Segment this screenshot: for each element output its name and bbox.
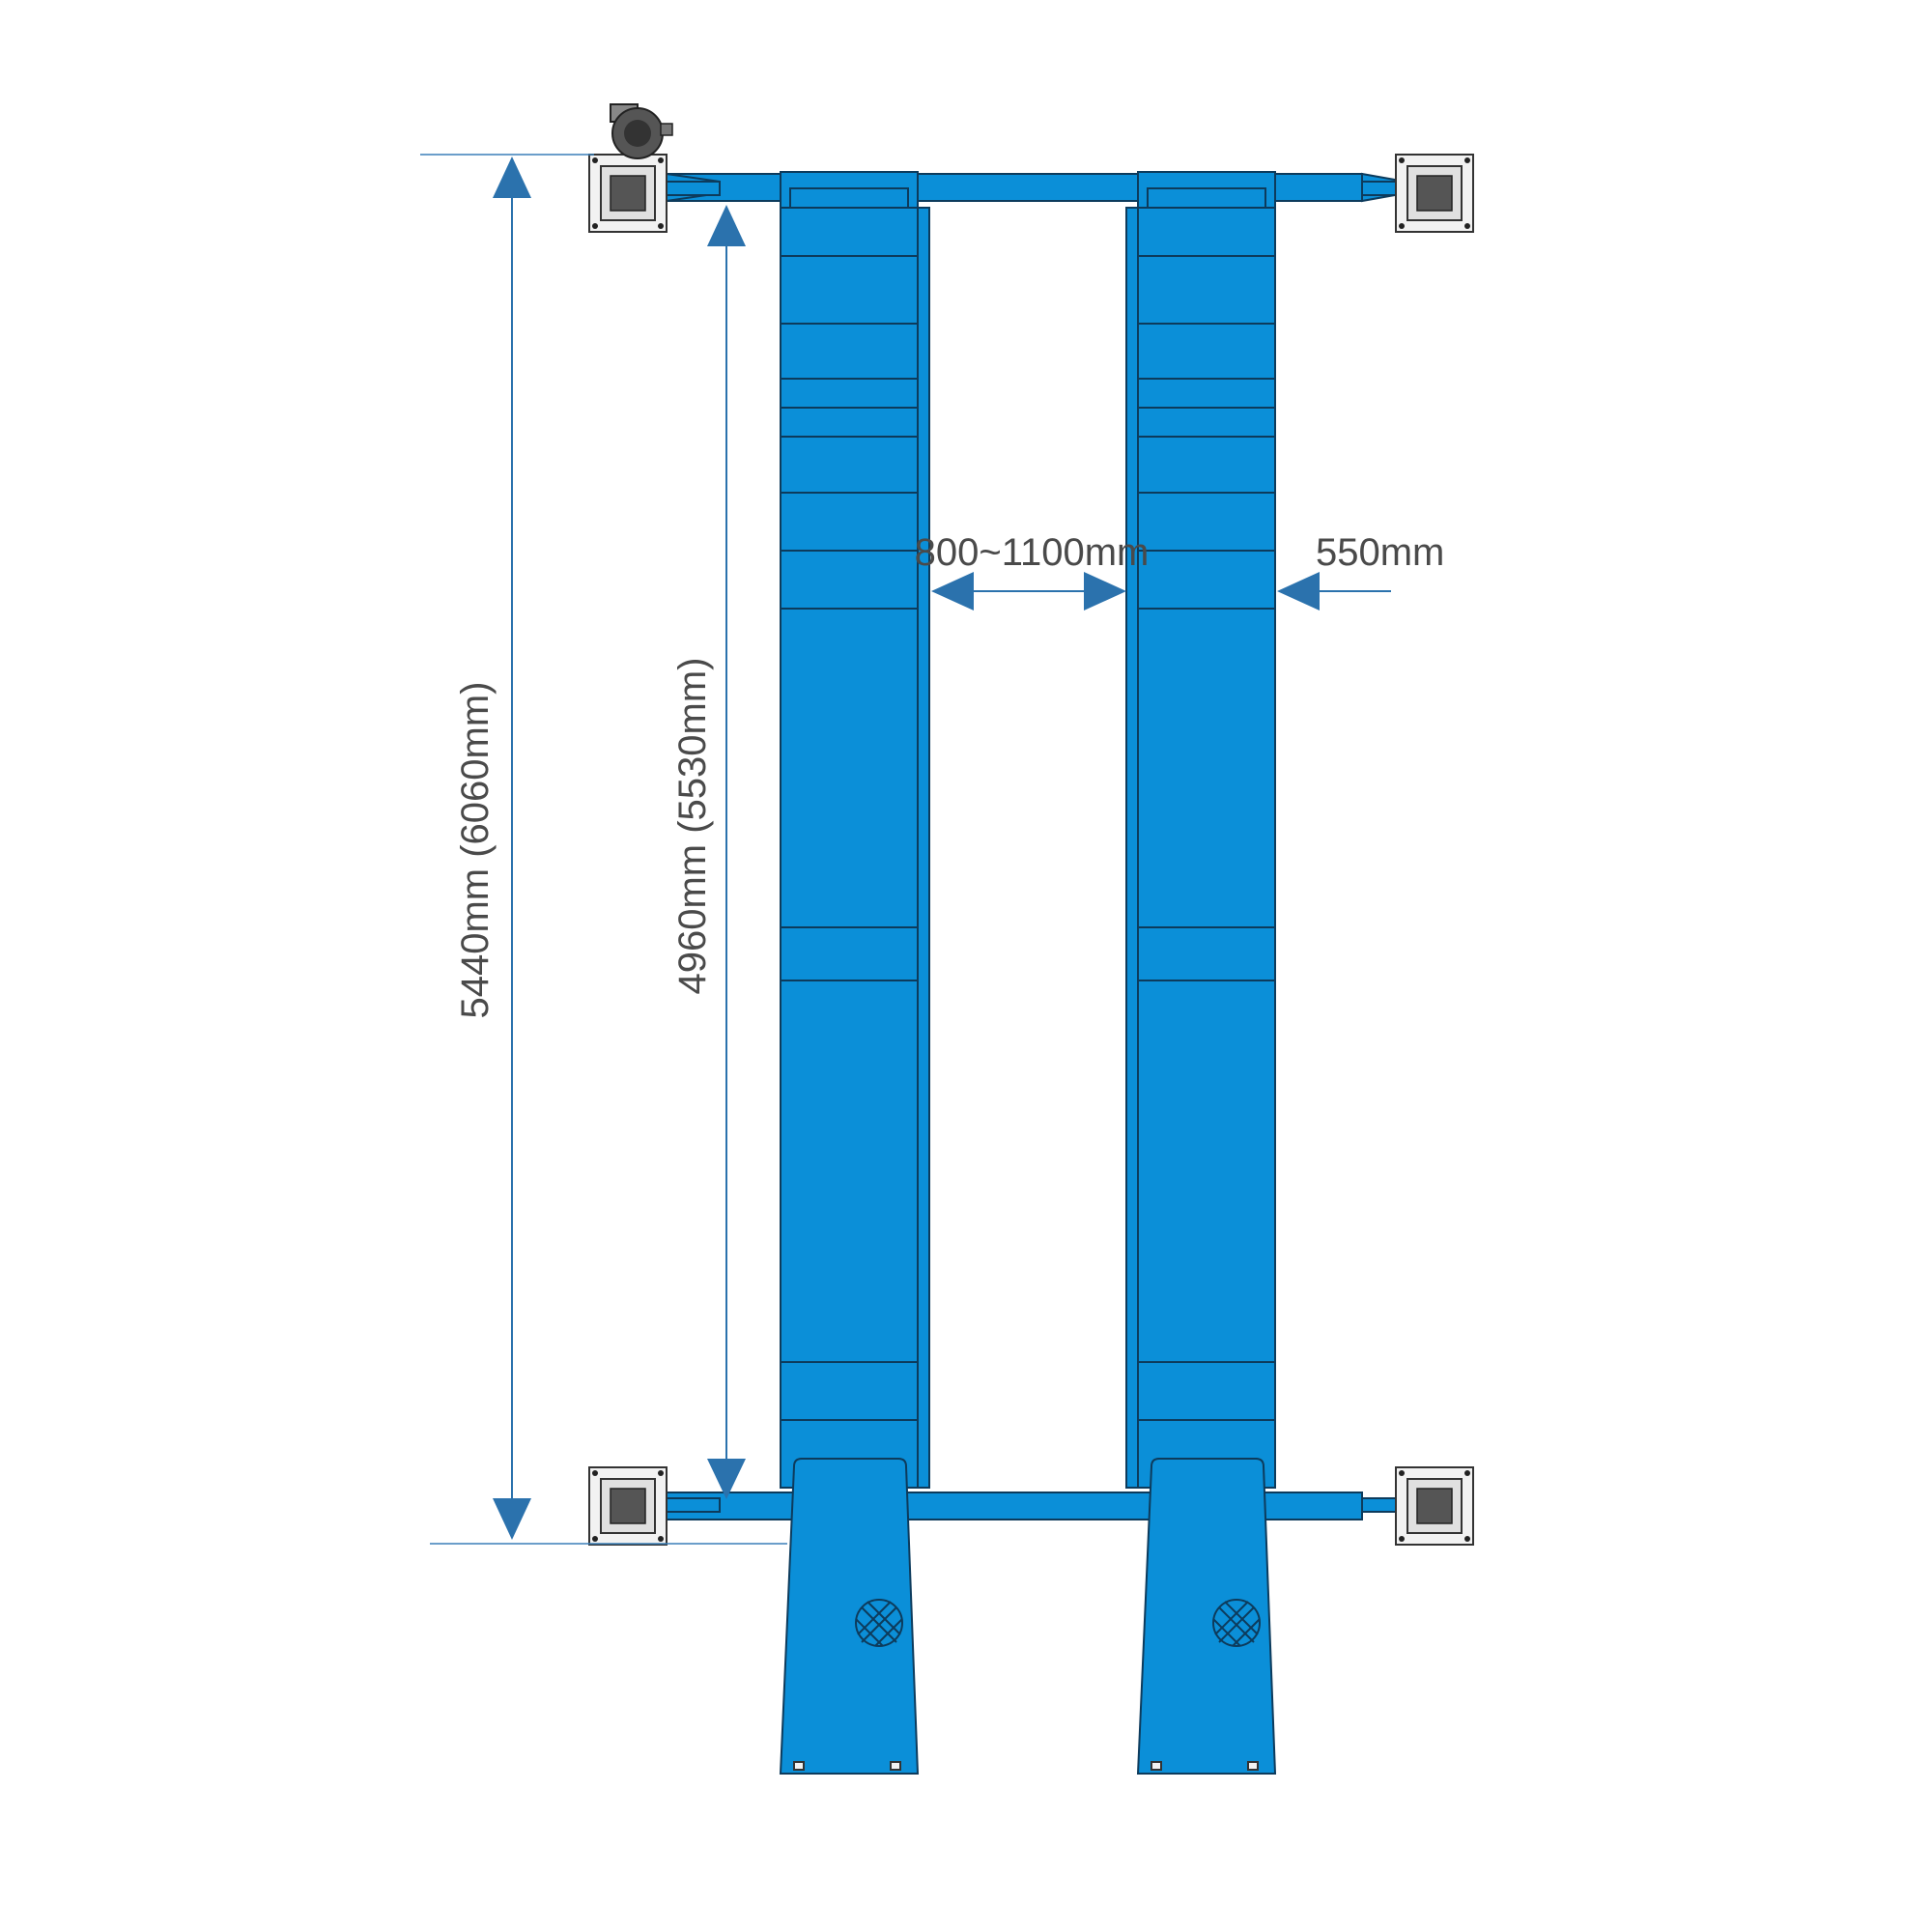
top-cross-beam xyxy=(666,172,1406,203)
bottom-cross-beam xyxy=(666,1492,1406,1520)
left-runway-deck xyxy=(780,207,919,1489)
post-top-right xyxy=(1395,154,1474,233)
post-bottom-left xyxy=(588,1466,668,1546)
motor-icon xyxy=(610,103,673,159)
overall-length-label: 5440mm (6060mm) xyxy=(454,681,497,1018)
post-bottom-right xyxy=(1395,1466,1474,1546)
left-runway xyxy=(779,171,930,1775)
runway-length-label: 4960mm (5530mm) xyxy=(671,657,714,994)
right-runway-deck xyxy=(1137,207,1276,1489)
right-runway-side-rail xyxy=(1125,207,1139,1489)
left-ramp xyxy=(779,1458,920,1775)
post-top-left xyxy=(588,154,668,233)
right-ramp-grip-pattern xyxy=(1212,1599,1261,1647)
runway-width-dimension: 550mm xyxy=(1277,531,1444,611)
overall-length-dimension: 5440mm (6060mm) xyxy=(454,156,531,1540)
right-ramp xyxy=(1136,1458,1277,1775)
runway-length-dimension: 4960mm (5530mm) xyxy=(671,205,746,1499)
inner-gap-label: 800~1100mm xyxy=(915,531,1150,574)
left-runway-side-rail xyxy=(917,207,930,1489)
runway-width-label: 550mm xyxy=(1316,531,1444,574)
left-ramp-grip-pattern xyxy=(855,1599,903,1647)
inner-gap-dimension: 800~1100mm xyxy=(915,531,1150,611)
right-runway xyxy=(1125,171,1277,1775)
